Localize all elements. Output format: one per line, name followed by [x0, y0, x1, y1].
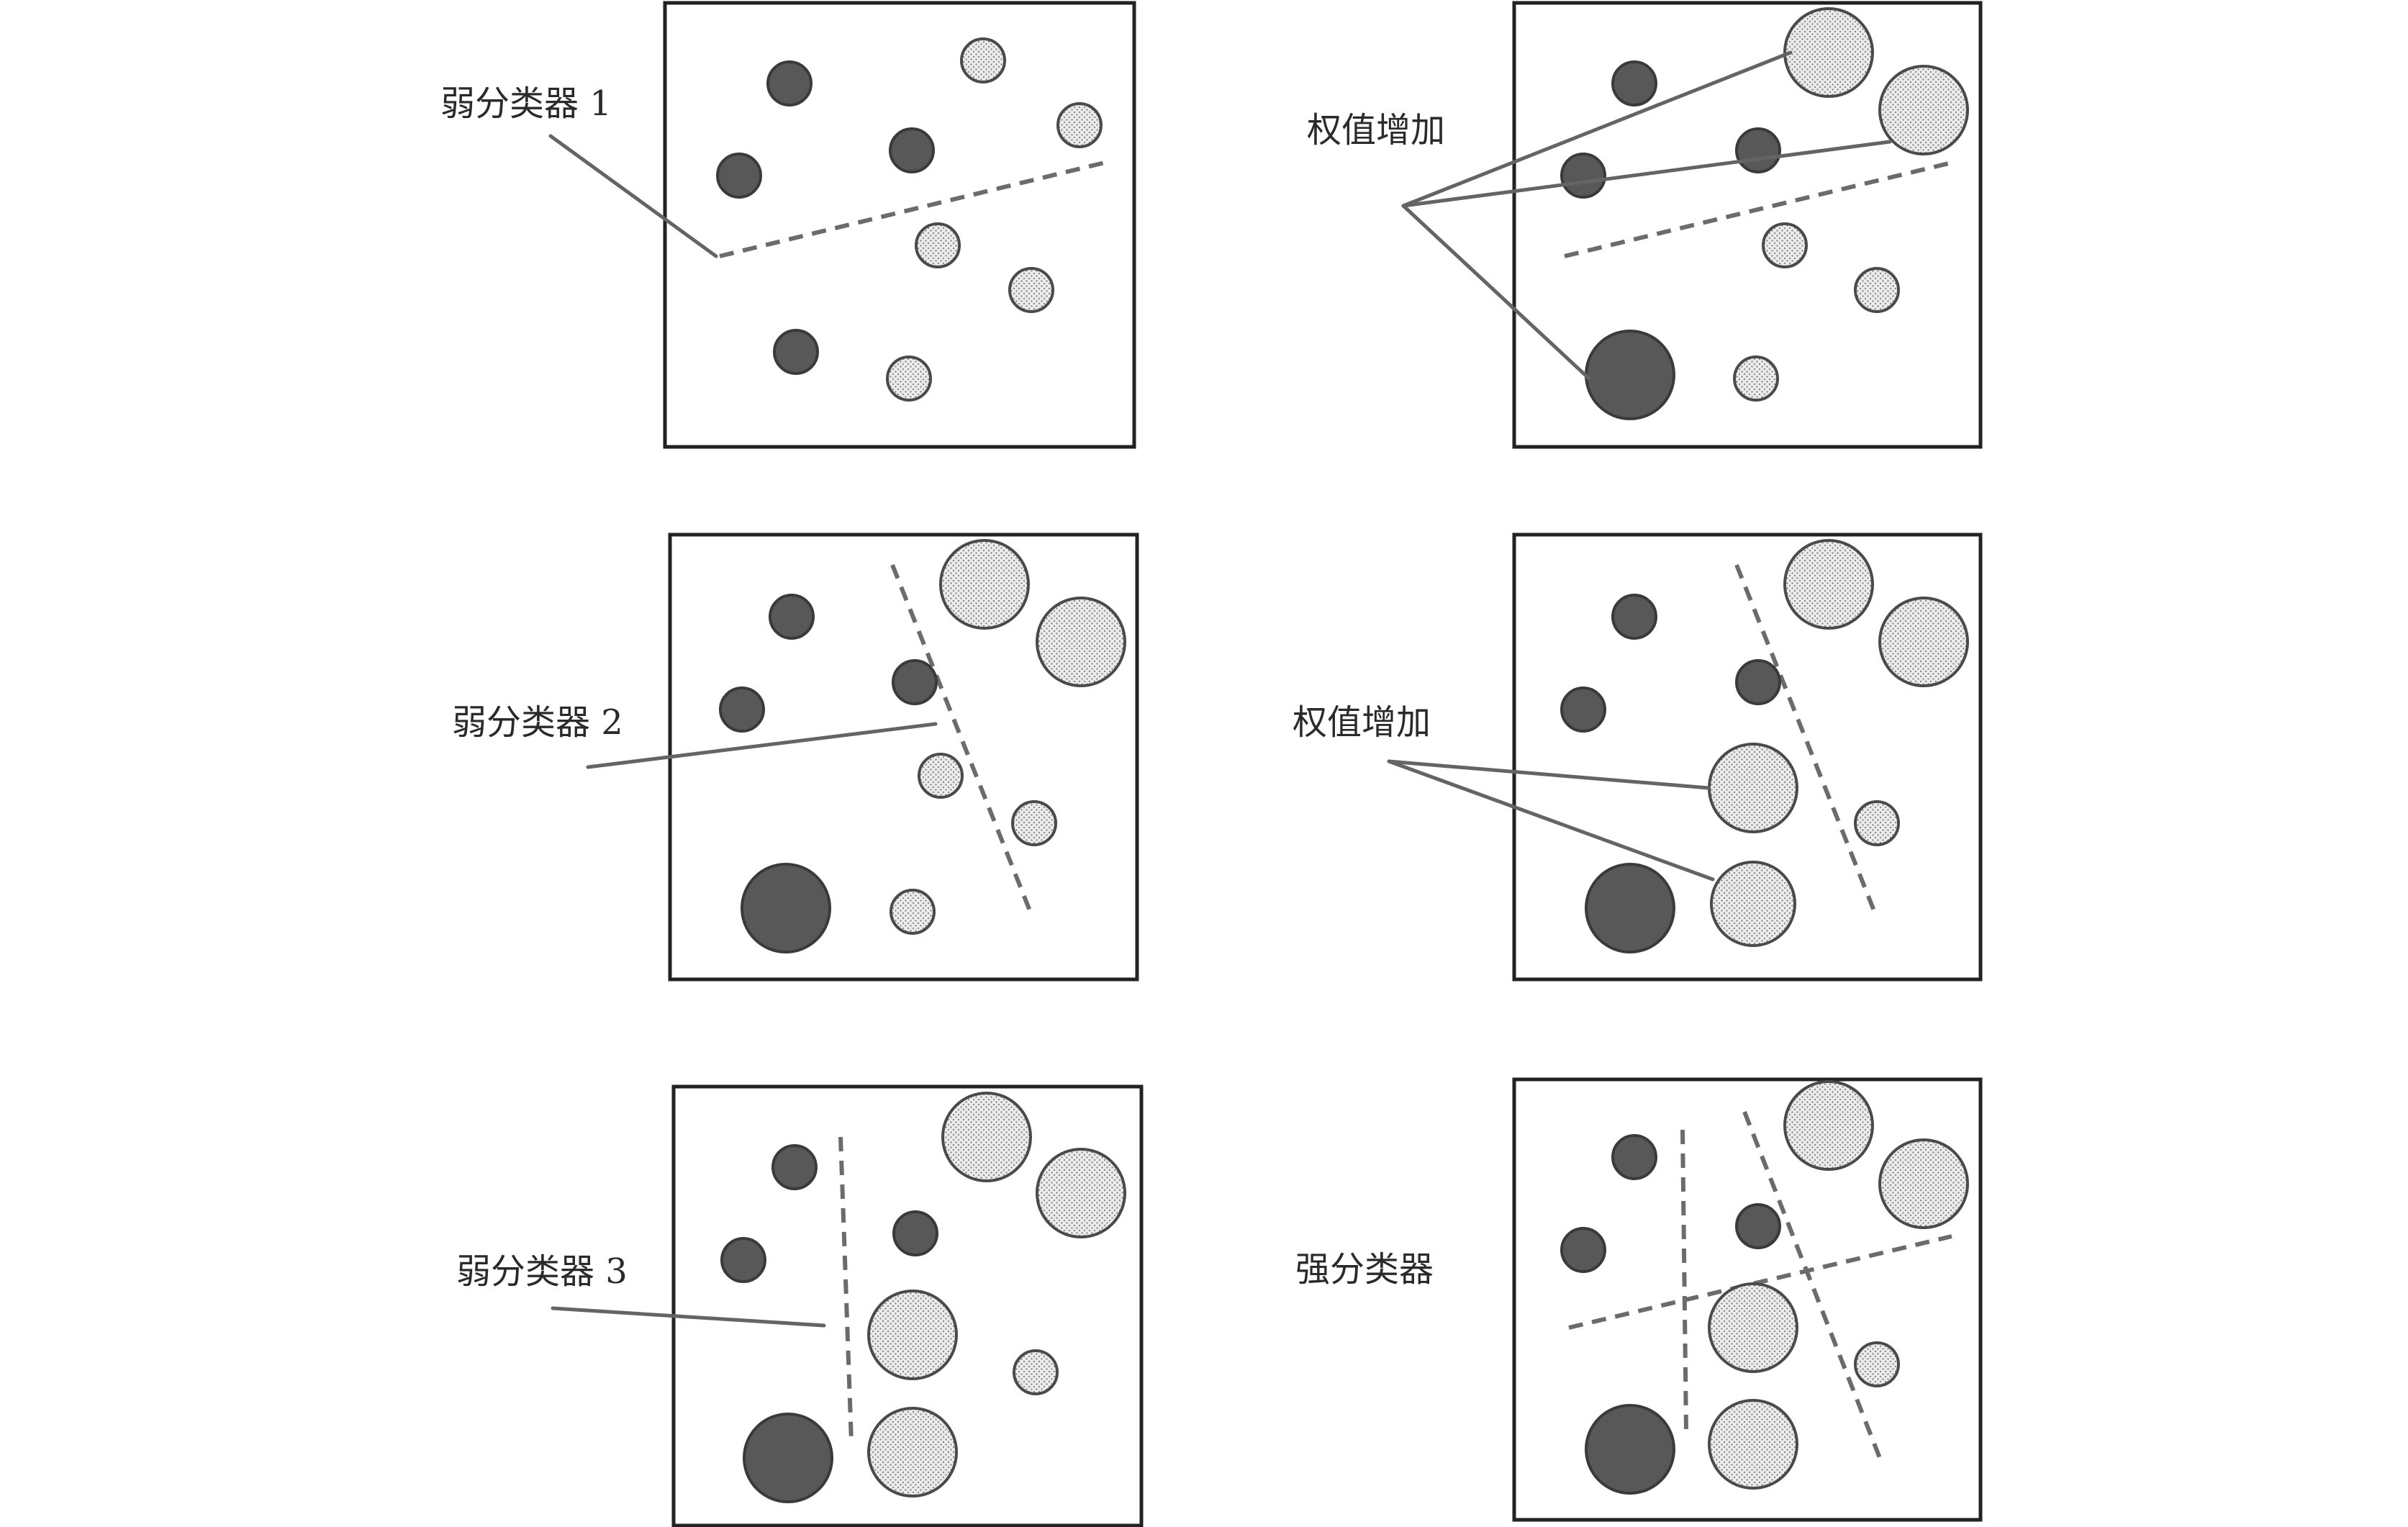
- positive-sample: [1735, 127, 1781, 173]
- label-pointer: [1401, 140, 1892, 208]
- positive-sample: [1560, 687, 1606, 733]
- negative-sample: [1008, 267, 1054, 313]
- negative-sample-weighted: [1036, 597, 1126, 687]
- decision-boundary: [1564, 160, 1952, 258]
- decision-boundary: [1734, 563, 1877, 914]
- negative-sample-weighted: [1878, 597, 1969, 687]
- negative-sample: [918, 753, 964, 799]
- decision-boundary: [838, 1136, 854, 1443]
- label-pointer: [1401, 204, 1591, 381]
- positive-sample: [766, 60, 813, 107]
- decision-boundary: [1568, 1234, 1952, 1330]
- positive-sample: [1611, 594, 1657, 640]
- label-weak-classifier-3: 弱分类器 3: [456, 1251, 628, 1292]
- negative-sample-weighted: [1036, 1148, 1126, 1238]
- panel-weak-classifier-3: 弱分类器 3: [456, 1084, 1144, 1527]
- negative-sample-weighted: [1783, 1080, 1874, 1171]
- negative-sample-weighted: [1783, 539, 1874, 630]
- negative-sample: [1854, 800, 1900, 846]
- negative-sample: [1733, 355, 1779, 402]
- negative-sample-weighted: [1708, 1282, 1798, 1373]
- negative-sample-weighted: [1878, 65, 1969, 155]
- negative-sample-weighted: [1783, 7, 1874, 98]
- negative-sample: [1854, 267, 1900, 313]
- negative-sample-weighted: [1878, 1138, 1969, 1229]
- decision-boundary: [1742, 1110, 1882, 1459]
- label-pointer: [1387, 759, 1715, 882]
- positive-sample: [1735, 1203, 1781, 1249]
- positive-sample: [1735, 659, 1781, 705]
- label-pointer: [548, 134, 718, 258]
- label-weak-classifier-1: 弱分类器 1: [440, 83, 612, 124]
- positive-sample: [771, 1144, 818, 1190]
- decision-boundary: [1680, 1129, 1688, 1433]
- negative-sample: [1056, 102, 1103, 148]
- positive-sample-weighted: [743, 1413, 833, 1503]
- positive-sample: [892, 659, 938, 705]
- panel-weight-increase-1: 权值增加: [1307, 1, 1983, 449]
- label-weak-classifier-2: 弱分类器 2: [452, 702, 623, 743]
- label-pointer: [551, 1306, 826, 1328]
- panel-strong-classifier: 强分类器: [1295, 1077, 1983, 1522]
- negative-sample: [1011, 800, 1057, 846]
- negative-sample: [890, 889, 936, 935]
- label-strong-classifier: 强分类器: [1295, 1249, 1434, 1290]
- positive-sample-weighted: [1585, 863, 1675, 953]
- panel-weak-classifier-1: 弱分类器 1: [440, 1, 1136, 449]
- negative-sample-weighted: [1710, 861, 1796, 947]
- label-weight-increase-1: 权值增加: [1307, 110, 1445, 150]
- positive-sample: [892, 1210, 938, 1256]
- negative-sample: [915, 222, 961, 268]
- positive-sample: [1611, 60, 1657, 107]
- negative-sample: [1013, 1349, 1059, 1395]
- negative-sample-weighted: [867, 1407, 958, 1497]
- label-weight-increase-2: 权值增加: [1293, 702, 1431, 743]
- negative-sample-weighted: [1708, 743, 1798, 833]
- positive-sample: [1560, 1227, 1606, 1273]
- positive-sample: [889, 127, 935, 173]
- negative-sample: [960, 37, 1006, 83]
- positive-sample: [720, 1237, 766, 1283]
- decision-boundary: [890, 563, 1033, 914]
- positive-sample: [769, 594, 815, 640]
- positive-sample: [719, 687, 765, 733]
- positive-sample: [1611, 1134, 1657, 1180]
- decision-boundary: [719, 160, 1105, 258]
- panel-weight-increase-2: 权值增加: [1293, 533, 1983, 982]
- label-pointer: [586, 722, 938, 769]
- label-pointer: [1387, 759, 1711, 790]
- negative-sample: [1854, 1341, 1900, 1387]
- panel-weak-classifier-2: 弱分类器 2: [452, 533, 1139, 982]
- negative-sample-weighted: [867, 1290, 958, 1380]
- positive-sample-weighted: [1585, 330, 1675, 420]
- positive-sample-weighted: [1585, 1404, 1675, 1495]
- negative-sample: [886, 355, 932, 402]
- positive-sample: [716, 153, 762, 199]
- negative-sample-weighted: [1708, 1399, 1798, 1490]
- positive-sample-weighted: [741, 863, 831, 953]
- positive-sample: [773, 329, 819, 375]
- negative-sample: [1762, 222, 1808, 268]
- positive-sample: [1560, 153, 1606, 199]
- label-pointer: [1401, 50, 1793, 208]
- negative-sample-weighted: [941, 1092, 1032, 1182]
- negative-sample-weighted: [939, 539, 1030, 630]
